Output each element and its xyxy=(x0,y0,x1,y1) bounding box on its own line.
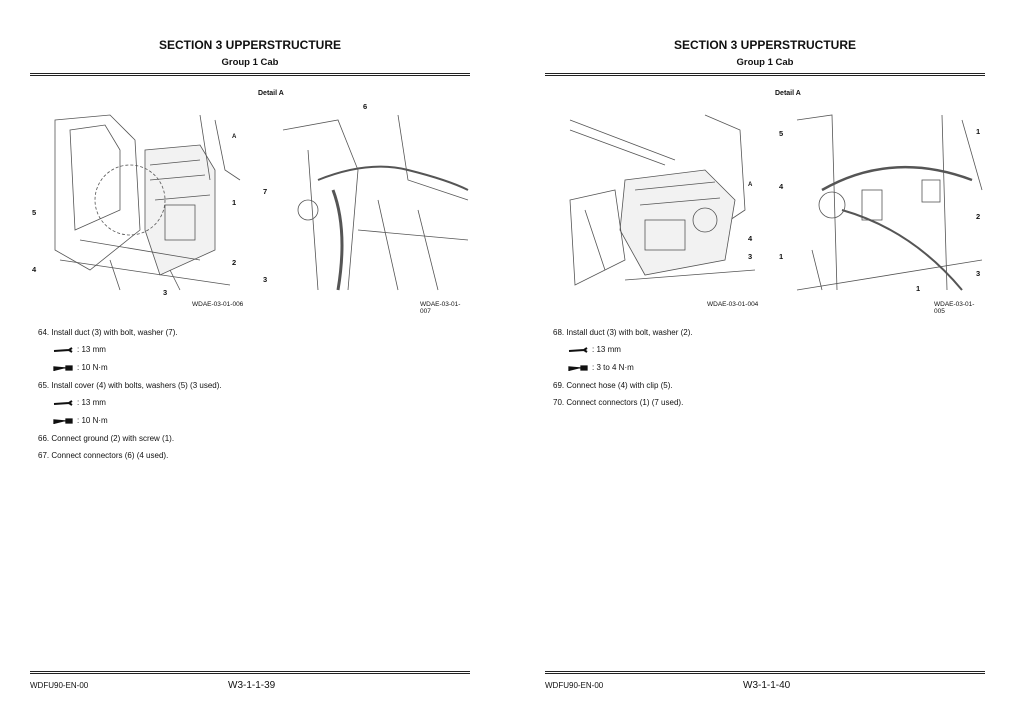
callout-4: 4 xyxy=(779,182,784,191)
spec-text: : 13 mm xyxy=(592,345,621,354)
callout-5: 5 xyxy=(32,208,37,217)
callout-3: 3 xyxy=(263,275,268,284)
group-title: Group 1 Cab xyxy=(221,57,279,68)
illustration-cab-console xyxy=(565,110,757,292)
detail-label: Detail A xyxy=(775,90,801,97)
step: 69. Connect hose (4) with clip (5). xyxy=(553,381,673,390)
figure-code: WDAE-03-01-006 xyxy=(192,301,244,308)
step: 66. Connect ground (2) with screw (1). xyxy=(38,434,175,443)
callout-4: 4 xyxy=(32,265,37,274)
step: 64. Install duct (3) with bolt, washer (… xyxy=(38,328,178,337)
callout-1: 1 xyxy=(232,198,237,207)
page-number: W3-1-1-39 xyxy=(228,680,276,691)
spec-torque: : 10 N·m xyxy=(38,359,222,377)
spec-text: : 3 to 4 N·m xyxy=(592,363,634,372)
step: 65. Install cover (4) with bolts, washer… xyxy=(38,381,222,390)
header-rule xyxy=(545,73,985,76)
figure-code: WDAE-03-01-004 xyxy=(707,301,759,308)
callout-3: 3 xyxy=(163,288,168,297)
spec-text: : 13 mm xyxy=(77,345,106,354)
step: 67. Connect connectors (6) (4 used). xyxy=(38,451,169,460)
callout-2: 2 xyxy=(976,212,981,221)
spec-wrench: : 13 mm xyxy=(553,341,693,359)
callout-5: 5 xyxy=(779,129,784,138)
spec-text: : 10 N·m xyxy=(77,416,108,425)
doc-id: WDFU90-EN-00 xyxy=(30,681,89,690)
figure-code: WDAE-03-01-005 xyxy=(934,301,975,315)
spec-text: : 13 mm xyxy=(77,398,106,407)
illustration-cab-interior xyxy=(50,110,242,292)
callout-4: 4 xyxy=(748,234,753,243)
footer-rule xyxy=(30,671,470,674)
callout-7: 7 xyxy=(263,187,268,196)
torque-wrench-icon xyxy=(53,418,73,424)
page-number: W3-1-1-40 xyxy=(743,680,791,691)
callout-1: 1 xyxy=(916,284,921,293)
callout-a: A xyxy=(748,182,753,188)
detail-label: Detail A xyxy=(258,90,284,97)
page-left: SECTION 3 UPPERSTRUCTURE Group 1 Cab Det… xyxy=(30,0,470,724)
callout-3: 3 xyxy=(748,252,753,261)
spec-wrench: : 13 mm xyxy=(38,341,222,359)
callout-a: A xyxy=(232,134,237,140)
illustration-detail-a xyxy=(278,110,470,292)
illustration-detail-a xyxy=(792,110,984,292)
torque-wrench-icon xyxy=(53,365,73,371)
header-rule xyxy=(30,73,470,76)
wrench-icon xyxy=(568,347,588,353)
callout-2: 2 xyxy=(232,258,237,267)
section-title: SECTION 3 UPPERSTRUCTURE xyxy=(158,38,342,52)
wrench-icon xyxy=(53,400,73,406)
group-title: Group 1 Cab xyxy=(736,57,794,68)
spec-text: : 10 N·m xyxy=(77,363,108,372)
figure-code: WDAE-03-01-007 xyxy=(420,301,461,315)
doc-id: WDFU90-EN-00 xyxy=(545,681,604,690)
footer-rule xyxy=(545,671,985,674)
callout-1: 1 xyxy=(779,252,784,261)
torque-wrench-icon xyxy=(568,365,588,371)
page-right: SECTION 3 UPPERSTRUCTURE Group 1 Cab Det… xyxy=(545,0,985,724)
wrench-icon xyxy=(53,347,73,353)
step: 70. Connect connectors (1) (7 used). xyxy=(553,398,684,407)
spec-torque: : 10 N·m xyxy=(38,412,222,430)
step-list: 64. Install duct (3) with bolt, washer (… xyxy=(38,324,222,464)
callout-3: 3 xyxy=(976,269,981,278)
step-list: 68. Install duct (3) with bolt, washer (… xyxy=(553,324,693,411)
spec-wrench: : 13 mm xyxy=(38,394,222,412)
callout-6: 6 xyxy=(363,102,368,111)
spec-torque: : 3 to 4 N·m xyxy=(553,359,693,377)
step: 68. Install duct (3) with bolt, washer (… xyxy=(553,328,693,337)
callout-1: 1 xyxy=(976,127,981,136)
section-title: SECTION 3 UPPERSTRUCTURE xyxy=(673,38,857,52)
